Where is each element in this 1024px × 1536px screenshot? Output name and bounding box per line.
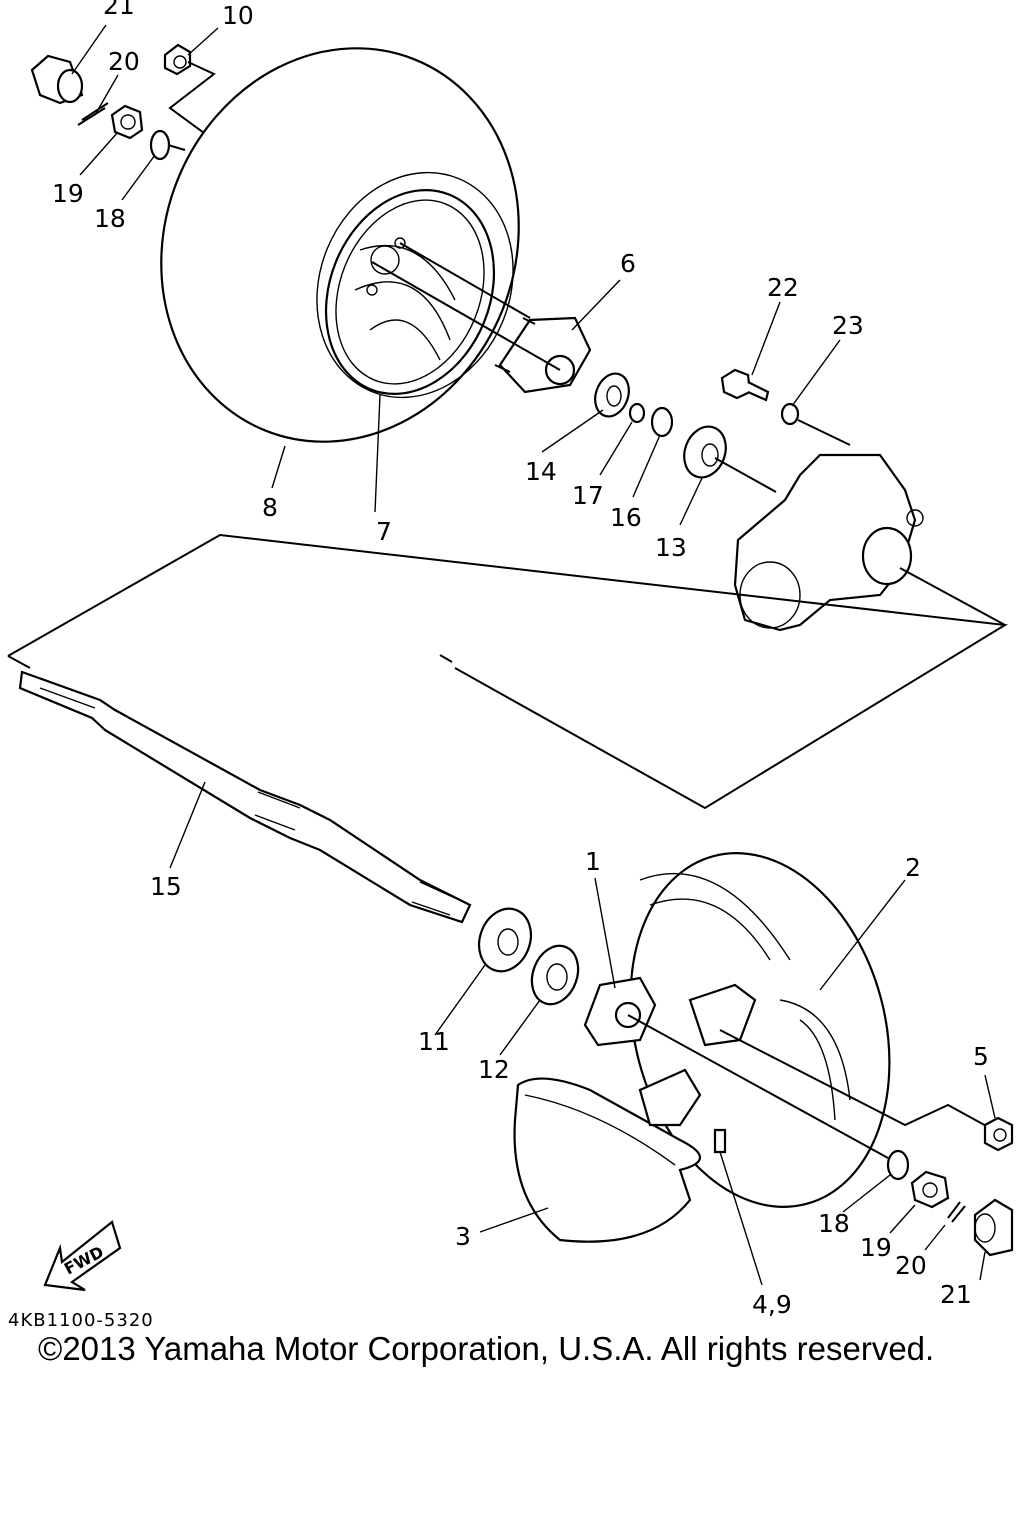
- callout-18: 18: [94, 204, 126, 233]
- cap-21b: [973, 1198, 1014, 1257]
- callout-21: 21: [103, 0, 135, 20]
- castle-nut-19a: [110, 104, 144, 140]
- cotter-pin-20a: [77, 102, 109, 126]
- callout-20b: 20: [895, 1251, 927, 1280]
- oring-17: [628, 402, 646, 424]
- rear-axle: [18, 670, 472, 924]
- washer-18a: [149, 129, 171, 161]
- fwd-arrow-icon: FWD: [43, 1220, 122, 1292]
- lower-tire-3: [513, 1077, 701, 1243]
- callout-11: 11: [418, 1027, 450, 1056]
- assembly-plane: [7, 533, 1009, 810]
- cap-21a: [30, 54, 84, 105]
- callout-23: 23: [832, 311, 864, 340]
- castle-nut-19b: [910, 1170, 950, 1209]
- callout-14: 14: [525, 457, 557, 486]
- copyright-notice: ©2013 Yamaha Motor Corporation, U.S.A. A…: [38, 1330, 935, 1367]
- seal-12: [530, 944, 580, 1006]
- part-code: 4KB1100-5320: [8, 1310, 154, 1331]
- callout-4-9: 4,9: [752, 1290, 792, 1319]
- callout-19: 19: [52, 179, 84, 208]
- leader-lines: [71, 24, 996, 1286]
- callout-8: 8: [262, 493, 278, 522]
- callout-3: 3: [455, 1222, 471, 1251]
- washer-23: [780, 402, 800, 426]
- callout-19b: 19: [860, 1233, 892, 1262]
- lower-hub-1: [583, 976, 657, 1047]
- callout-numbers: 21 10 20 19 18 6 22 23 8 7 14 17 16 13 1…: [52, 0, 989, 1319]
- callout-10: 10: [222, 1, 254, 30]
- callout-7: 7: [376, 517, 392, 546]
- callout-12: 12: [478, 1055, 510, 1084]
- upper-wheel: [30, 43, 1006, 632]
- cotter-pin-20b: [947, 1201, 966, 1223]
- stud-4-9: [713, 1128, 727, 1154]
- callout-16: 16: [610, 503, 642, 532]
- callout-17: 17: [572, 481, 604, 510]
- callout-1: 1: [585, 847, 601, 876]
- collar-16: [650, 406, 674, 438]
- callout-15: 15: [150, 872, 182, 901]
- final-gear-case: [733, 453, 1006, 632]
- nut-10: [163, 43, 192, 76]
- callout-6: 6: [620, 249, 636, 278]
- callout-5: 5: [973, 1042, 989, 1071]
- bearing-11: [477, 907, 533, 973]
- callout-18b: 18: [818, 1209, 850, 1238]
- lower-tire-2: [629, 852, 891, 1208]
- callout-21b: 21: [940, 1280, 972, 1309]
- callout-2: 2: [905, 853, 921, 882]
- callout-13: 13: [655, 533, 687, 562]
- callout-20: 20: [108, 47, 140, 76]
- nut-5: [983, 1116, 1014, 1152]
- callout-22: 22: [767, 273, 799, 302]
- bearing-14: [594, 372, 630, 418]
- bolt-22: [720, 368, 770, 402]
- upper-rim: [324, 189, 496, 395]
- washer-18b: [886, 1149, 910, 1181]
- bearing-13: [683, 425, 727, 479]
- upper-tire: [160, 47, 520, 443]
- upper-hub: [494, 316, 592, 394]
- exploded-parts-diagram: FWD 21 10 20 19 18 6 2: [7, 0, 1014, 1319]
- lower-wheel: [477, 852, 1014, 1257]
